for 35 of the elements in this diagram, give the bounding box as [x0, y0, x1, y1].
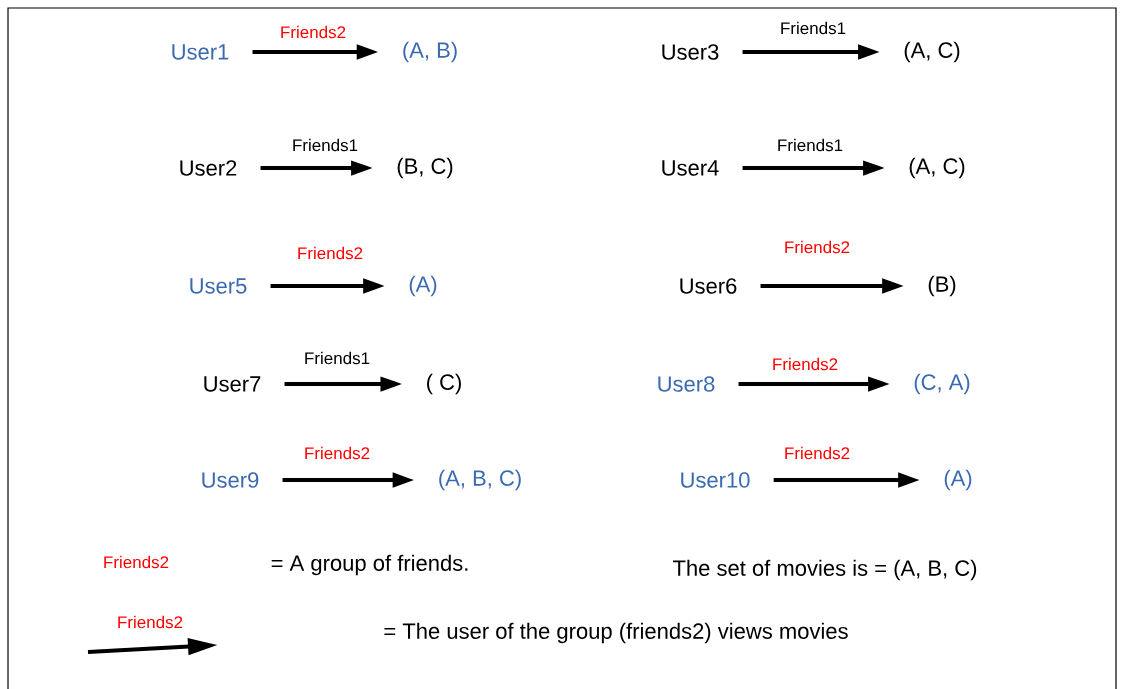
edge-label: Friends2	[785, 446, 850, 460]
node-text: User4	[662, 160, 719, 176]
node-text: User8	[658, 376, 715, 392]
node-text: (A)	[944, 469, 972, 491]
node-text: User5	[190, 278, 247, 294]
node-text: User6	[680, 278, 737, 294]
edge-label: Friends1	[293, 138, 358, 152]
node-text: (B, C)	[397, 157, 453, 179]
node-text: (A, C)	[904, 41, 960, 63]
node-text: (A, B)	[403, 41, 457, 63]
node-text: User3	[662, 44, 719, 60]
edge-label: Friends1	[305, 351, 370, 365]
node-text: User1	[172, 44, 229, 60]
node-text: (B)	[928, 275, 956, 297]
node-text: User9	[202, 472, 259, 488]
node-text: (A)	[409, 275, 437, 297]
edge-label: Friends2	[773, 357, 838, 371]
note-text: The set of movies is = (A, B, C)	[673, 559, 977, 581]
edge-label: Friends1	[781, 21, 846, 35]
note-text: Friends2	[104, 555, 169, 569]
edge-label: Friends2	[298, 246, 363, 260]
node-text: User10	[681, 472, 750, 488]
node-text: (C, A)	[914, 373, 970, 395]
edge-label: Friends2	[305, 446, 370, 460]
node-text: (A, B, C)	[439, 469, 521, 491]
edge-label: Friends1	[778, 138, 843, 152]
edge-label: Friends2	[281, 25, 346, 39]
note-text: = A group of friends.	[271, 554, 468, 576]
note-text: Friends2	[118, 615, 183, 629]
node-text: (A, C)	[909, 157, 965, 179]
node-text: User7	[204, 376, 261, 392]
node-text: User2	[180, 160, 237, 176]
edge-label: Friends2	[785, 240, 850, 254]
node-text: ( C)	[427, 373, 461, 395]
note-text: = The user of the group (friends2) views movies	[384, 622, 848, 644]
